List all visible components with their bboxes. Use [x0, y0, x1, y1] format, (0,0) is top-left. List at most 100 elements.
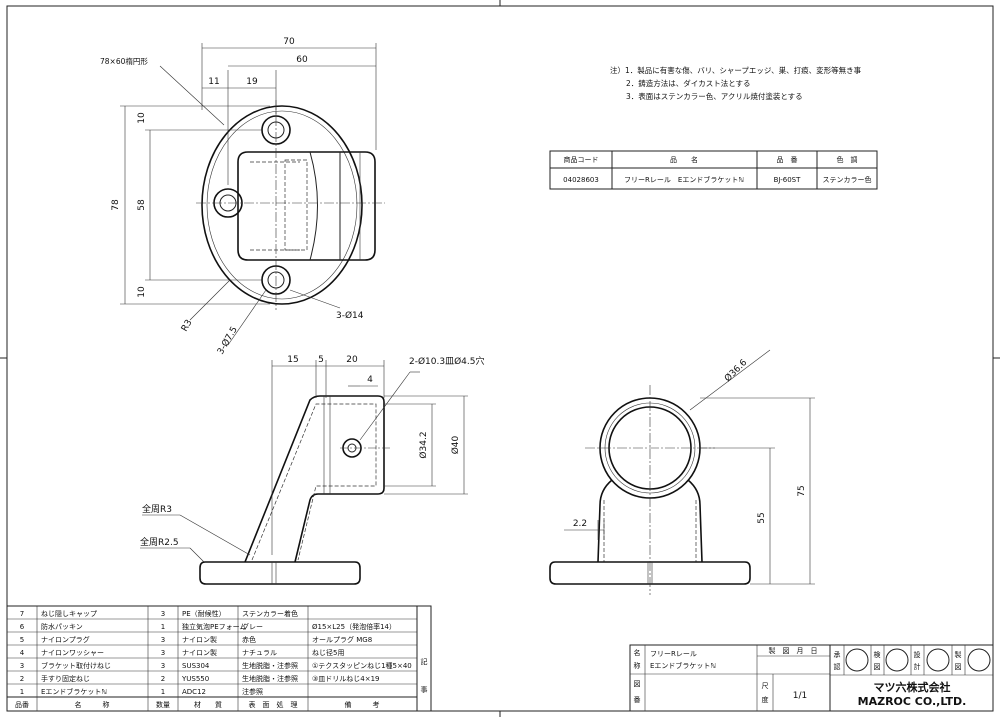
bom-material-7: ADC12 — [182, 688, 206, 696]
bom-qty-7: 1 — [161, 688, 165, 696]
bom-side-label-2: 事 — [421, 685, 428, 694]
bom-h-qty: 数量 — [156, 700, 170, 709]
bom-no-6: 2 — [20, 675, 24, 683]
tb-appr-1b: 認 — [834, 662, 841, 671]
bom-qty-3: 3 — [161, 636, 165, 644]
bom-qty-6: 2 — [161, 675, 165, 683]
title-block: 名 称 フリーRレール Eエンドブラケットℕ 図 番 製 図 月 日 尺 度 1… — [629, 644, 994, 712]
note-3: 3．表面はステンカラー色、アクリル焼付塗装とする — [626, 91, 803, 101]
side-body — [244, 395, 385, 563]
bom-h-remarks: 備 考 — [345, 700, 380, 709]
bom-finish-7: 注参照 — [242, 687, 263, 696]
bom-remarks-4: ねじ径5用 — [312, 648, 344, 657]
dim-4: 4 — [367, 375, 373, 385]
dim-11: 11 — [208, 77, 219, 87]
front-view: Ø36.6 75 55 2.2 — [549, 349, 815, 595]
tb-name-1: フリーRレール — [650, 650, 697, 658]
tb-scale-value: 1/1 — [793, 691, 807, 701]
dim-10-top: 10 — [137, 112, 147, 124]
bom-qty-1: 3 — [161, 610, 165, 618]
bom-finish-6: 生地脱脂・注参照 — [242, 674, 298, 683]
th-code: 商品コード — [564, 155, 599, 164]
tb-drawing-label-2: 番 — [634, 696, 641, 704]
dim-2-2: 2.2 — [573, 519, 587, 529]
bom-material-6: YUS550 — [181, 675, 209, 683]
tb-appr-3b: 計 — [914, 662, 921, 671]
company-name-jp: マツ六株式会社 — [874, 680, 951, 694]
tb-date-label: 製 図 月 日 — [769, 646, 818, 655]
tb-appr-2a: 検 — [874, 650, 881, 659]
bom-side-label-1: 記 — [421, 657, 428, 666]
bom-table: 記 事 — [6, 605, 432, 712]
fillet-r2-5: 全周R2.5 — [140, 536, 179, 548]
hole-label-7-5: 3-Ø7.5 — [215, 325, 240, 357]
approval-stamp-4 — [967, 648, 991, 672]
dim-60: 60 — [296, 55, 308, 65]
dim-5: 5 — [318, 355, 324, 365]
tb-appr-4a: 製 — [955, 650, 962, 659]
notes: 注）1．製品に有害な傷、バリ、シャープエッジ、巣、打痕、変形等無き事 2．鋳造方… — [610, 65, 862, 101]
oval-label: 78×60楕円形 — [100, 56, 148, 66]
td-number: BJ-60ST — [774, 176, 801, 184]
radius-r3: R3 — [180, 318, 195, 333]
dim-70: 70 — [283, 37, 295, 47]
dim-40: Ø40 — [450, 435, 461, 454]
drawing-frame — [6, 5, 994, 712]
td-code: 04028603 — [563, 176, 599, 184]
tb-name-label-2: 称 — [634, 661, 641, 670]
side-base — [199, 561, 361, 585]
side-view: 15 5 20 4 2-Ø10.3皿Ø4.5穴 Ø34.2 Ø40 全周R3 全… — [140, 355, 485, 585]
dim-55: 55 — [757, 512, 767, 523]
bom-no-4: 4 — [20, 649, 25, 657]
approval-stamp-3 — [926, 648, 950, 672]
tb-name-2: Eエンドブラケットℕ — [650, 661, 716, 670]
th-name: 品 名 — [670, 155, 698, 164]
bom-name-4: ナイロンワッシャー — [41, 649, 104, 657]
bom-qty-5: 3 — [161, 662, 165, 670]
bom-finish-1: ステンカラー着色 — [242, 609, 298, 618]
approval-stamp-2 — [885, 648, 909, 672]
th-number: 品 番 — [777, 156, 798, 164]
tb-appr-2b: 図 — [874, 663, 881, 671]
bom-header: 品番 名 称 数量 材 質 表 面 処 理 備 考 — [15, 700, 380, 709]
bom-name-3: ナイロンプラグ — [41, 635, 90, 644]
arm-outline — [237, 151, 376, 261]
note-2: 2．鋳造方法は、ダイカスト法とする — [626, 78, 751, 88]
fillet-r3: 全周R3 — [142, 503, 172, 515]
bom-no-3: 5 — [20, 636, 24, 644]
bom-remarks-3: オールプラグ MG8 — [312, 635, 372, 644]
bom-h-name: 名 称 — [75, 700, 110, 709]
tb-appr-3a: 設 — [914, 650, 921, 659]
bom-no-2: 6 — [20, 623, 25, 631]
tb-name-label-1: 名 — [634, 648, 641, 657]
bom-remarks-6: ③皿ドリルねじ4×19 — [312, 675, 380, 683]
hole-label-14: 3-Ø14 — [336, 310, 364, 321]
side-hole-label: 2-Ø10.3皿Ø4.5穴 — [409, 355, 485, 367]
dim-19: 19 — [246, 77, 258, 87]
bom-qty-4: 3 — [161, 649, 165, 657]
approval-stamp-1 — [845, 648, 869, 672]
dim-20: 20 — [346, 355, 358, 365]
bom-name-2: 防水パッキン — [41, 622, 83, 631]
tb-scale-label-1: 尺 — [762, 682, 769, 690]
dim-75: 75 — [797, 485, 807, 496]
tb-scale-label-2: 度 — [762, 695, 769, 704]
top-view: 70 60 11 19 78×60楕円形 78 58 10 10 3-Ø14 R… — [100, 37, 385, 357]
bom-material-2: 独立気泡PEフォーム — [182, 622, 246, 631]
bom-name-6: 手すり固定ねじ — [41, 674, 90, 683]
product-table: 商品コード 品 名 品 番 色 調 04028603 フリーRレール Eエンドブ… — [549, 150, 878, 190]
bom-name-5: ブラケット取付けねじ — [41, 661, 111, 670]
dim-36-6: Ø36.6 — [722, 357, 749, 384]
company-name-en: MAZROC CO.,LTD. — [858, 695, 967, 708]
bom-material-1: PE（耐候性） — [182, 609, 226, 618]
bom-material-5: SUS304 — [182, 662, 210, 670]
bom-finish-5: 生地脱脂・注参照 — [242, 661, 298, 670]
note-1: 注）1．製品に有害な傷、バリ、シャープエッジ、巣、打痕、変形等無き事 — [610, 65, 862, 75]
bom-h-material: 材 質 — [194, 700, 222, 709]
bom-finish-4: ナチュラル — [242, 649, 277, 657]
tb-drawing-label-1: 図 — [634, 680, 641, 688]
front-base — [549, 561, 751, 585]
oval-base — [201, 105, 363, 305]
